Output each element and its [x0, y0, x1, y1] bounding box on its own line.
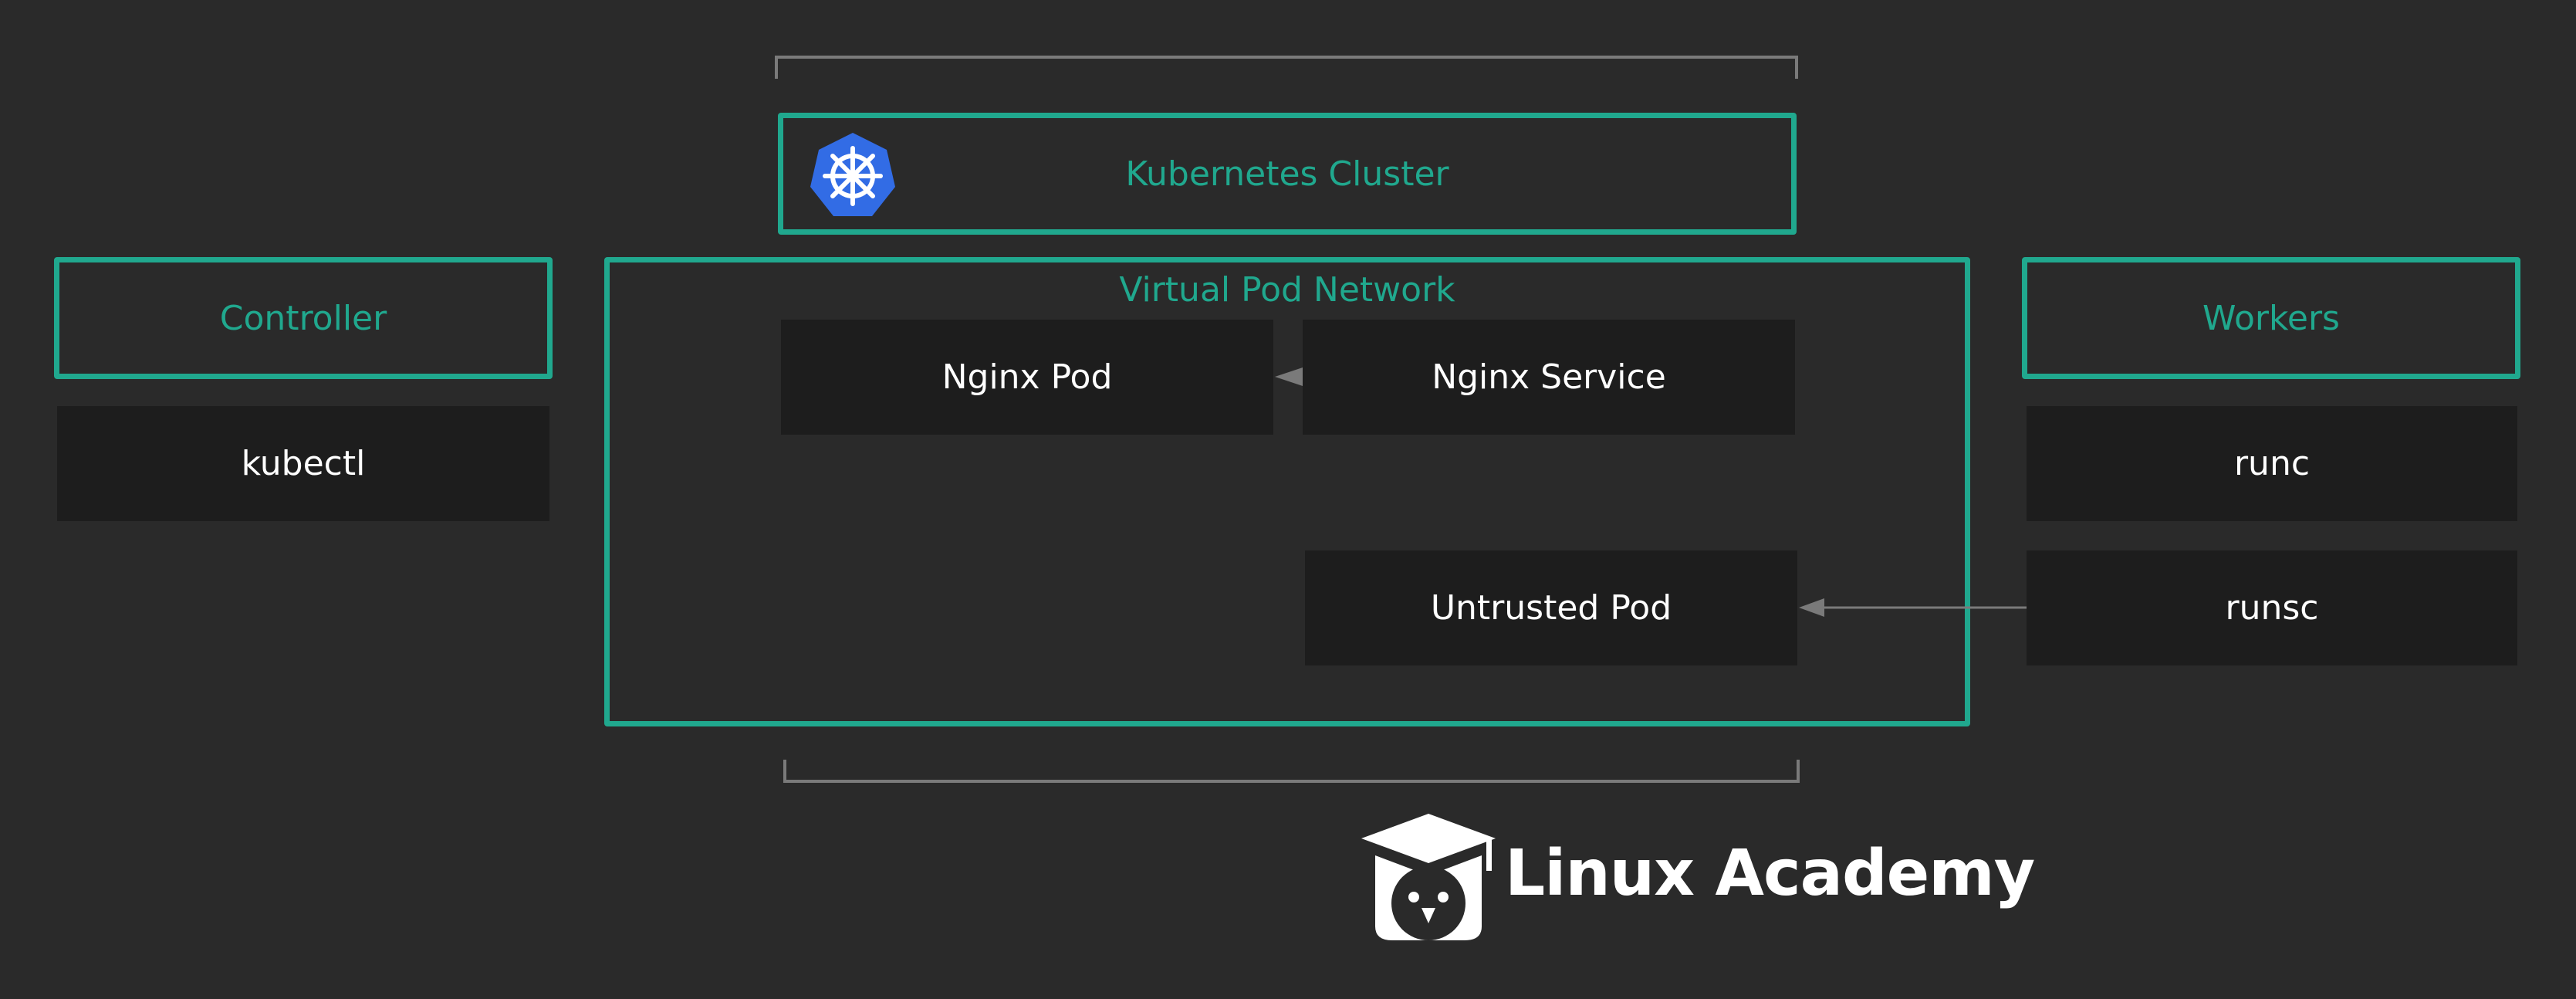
owl-graduation-cap-icon: [1361, 814, 1496, 940]
kubectl-node[interactable]: kubectl: [57, 406, 549, 521]
kubernetes-helm-icon: [810, 133, 895, 216]
brand-wordmark: Linux Academy: [1505, 837, 2035, 910]
runc-label: runc: [2233, 444, 2311, 483]
nginx-service-label: Nginx Service: [1432, 357, 1666, 397]
runsc-label: runsc: [2225, 588, 2319, 628]
nginx-pod-node[interactable]: Nginx Pod: [781, 320, 1273, 435]
nginx-service-node[interactable]: Nginx Service: [1303, 320, 1795, 435]
workers-label: Workers: [2202, 298, 2340, 338]
nginx-pod-label: Nginx Pod: [941, 357, 1113, 397]
controller-label: Controller: [219, 298, 387, 338]
runc-node[interactable]: runc: [2027, 406, 2517, 521]
runsc-node[interactable]: runsc: [2027, 550, 2517, 665]
workers-box[interactable]: Workers: [2022, 257, 2520, 379]
controller-box[interactable]: Controller: [54, 257, 553, 379]
bottom-bracket: [783, 760, 1800, 783]
kubernetes-cluster-box[interactable]: Kubernetes Cluster: [778, 113, 1797, 235]
untrusted-pod-label: Untrusted Pod: [1430, 588, 1672, 628]
virtual-pod-network-label: Virtual Pod Network: [1119, 270, 1455, 310]
untrusted-pod-node[interactable]: Untrusted Pod: [1305, 550, 1797, 665]
kubernetes-cluster-label: Kubernetes Cluster: [1125, 154, 1449, 194]
virtual-pod-network-box[interactable]: Virtual Pod Network: [604, 257, 1970, 726]
top-bracket: [775, 56, 1798, 79]
kubectl-label: kubectl: [241, 444, 366, 483]
